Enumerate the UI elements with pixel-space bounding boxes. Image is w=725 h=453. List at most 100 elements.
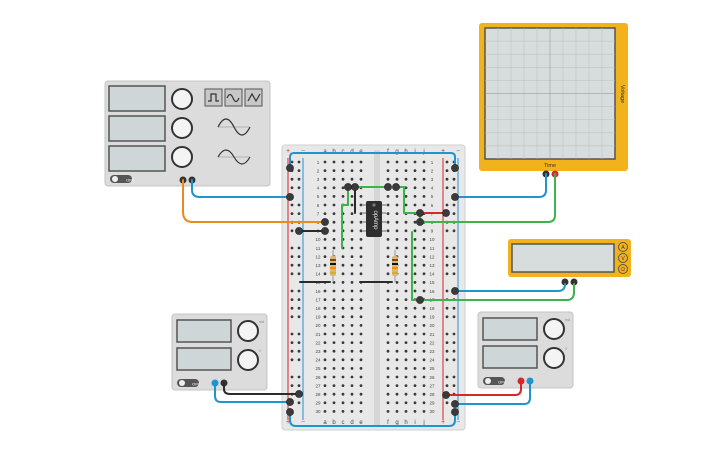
breadboard-hole[interactable]: [386, 289, 390, 293]
breadboard-hole[interactable]: [323, 332, 327, 336]
breadboard-hole[interactable]: [413, 160, 417, 164]
breadboard-hole[interactable]: [350, 203, 354, 207]
breadboard-hole[interactable]: [350, 160, 354, 164]
breadboard-hole[interactable]: [359, 298, 363, 301]
rail-hole[interactable]: [297, 349, 301, 353]
breadboard-hole[interactable]: [386, 272, 390, 276]
breadboard-hole[interactable]: [350, 375, 354, 379]
breadboard-hole[interactable]: [341, 384, 345, 387]
function-generator[interactable]: OFF: [104, 80, 271, 187]
rail-hole[interactable]: [445, 289, 449, 293]
breadboard-hole[interactable]: [413, 367, 417, 370]
rail-hole[interactable]: [297, 177, 301, 181]
breadboard-hole[interactable]: [395, 289, 399, 293]
breadboard-hole[interactable]: [350, 212, 354, 216]
breadboard-hole[interactable]: [332, 169, 336, 173]
wire-endpoint[interactable]: [286, 193, 294, 201]
rail-hole[interactable]: [297, 401, 301, 405]
breadboard-hole[interactable]: [350, 289, 354, 293]
rail-hole[interactable]: [452, 203, 456, 207]
breadboard-hole[interactable]: [341, 367, 345, 370]
breadboard-hole[interactable]: [404, 272, 408, 276]
breadboard-hole[interactable]: [386, 169, 390, 173]
rail-hole[interactable]: [290, 160, 294, 164]
mode-ohms-button[interactable]: [618, 264, 628, 274]
breadboard-hole[interactable]: [323, 203, 327, 207]
rail-hole[interactable]: [290, 272, 294, 276]
breadboard-hole[interactable]: [341, 255, 345, 258]
breadboard-hole[interactable]: [422, 160, 426, 164]
rail-hole[interactable]: [290, 375, 294, 379]
breadboard-hole[interactable]: [404, 289, 408, 293]
rail-hole[interactable]: [452, 332, 456, 336]
breadboard-hole[interactable]: [404, 367, 408, 370]
multimeter-terminal-com[interactable]: [561, 278, 569, 286]
breadboard-hole[interactable]: [341, 392, 345, 396]
breadboard-hole[interactable]: [323, 289, 327, 293]
breadboard-hole[interactable]: [323, 195, 327, 198]
breadboard-hole[interactable]: [386, 315, 390, 319]
breadboard-hole[interactable]: [395, 401, 399, 405]
breadboard-hole[interactable]: [404, 229, 408, 233]
breadboard-hole[interactable]: [341, 263, 345, 267]
breadboard-hole[interactable]: [350, 195, 354, 198]
rail-hole[interactable]: [445, 306, 449, 310]
wire-endpoint[interactable]: [451, 400, 459, 408]
breadboard-hole[interactable]: [350, 358, 354, 362]
breadboard-hole[interactable]: [404, 186, 408, 190]
breadboard-hole[interactable]: [404, 255, 408, 258]
breadboard-hole[interactable]: [404, 349, 408, 353]
breadboard-hole[interactable]: [332, 160, 336, 164]
breadboard-hole[interactable]: [359, 212, 363, 216]
breadboard-hole[interactable]: [359, 410, 363, 413]
breadboard-hole[interactable]: [359, 160, 363, 164]
rail-hole[interactable]: [297, 341, 301, 344]
breadboard-hole[interactable]: [404, 341, 408, 344]
breadboard-hole[interactable]: [323, 160, 327, 164]
breadboard-hole[interactable]: [413, 281, 417, 284]
breadboard-hole[interactable]: [350, 306, 354, 310]
breadboard-hole[interactable]: [386, 177, 390, 181]
breadboard-hole[interactable]: [413, 410, 417, 413]
breadboard-hole[interactable]: [386, 384, 390, 387]
breadboard-hole[interactable]: [422, 384, 426, 387]
rail-hole[interactable]: [290, 315, 294, 319]
breadboard-hole[interactable]: [350, 384, 354, 387]
breadboard-hole[interactable]: [386, 298, 390, 301]
breadboard-hole[interactable]: [359, 263, 363, 267]
breadboard-hole[interactable]: [404, 281, 408, 284]
breadboard-hole[interactable]: [413, 289, 417, 293]
breadboard-hole[interactable]: [404, 263, 408, 267]
rail-hole[interactable]: [290, 246, 294, 250]
breadboard-hole[interactable]: [323, 212, 327, 216]
breadboard-hole[interactable]: [395, 358, 399, 362]
breadboard-hole[interactable]: [422, 186, 426, 190]
breadboard-hole[interactable]: [359, 324, 363, 327]
rail-hole[interactable]: [297, 263, 301, 267]
wire-endpoint[interactable]: [286, 164, 294, 172]
rail-hole[interactable]: [445, 315, 449, 319]
breadboard-hole[interactable]: [341, 195, 345, 198]
breadboard-hole[interactable]: [422, 358, 426, 362]
rail-hole[interactable]: [452, 246, 456, 250]
breadboard-hole[interactable]: [359, 246, 363, 250]
breadboard-hole[interactable]: [323, 246, 327, 250]
offset-knob[interactable]: [171, 146, 193, 168]
breadboard-hole[interactable]: [404, 238, 408, 241]
breadboard-hole[interactable]: [359, 255, 363, 258]
breadboard-hole[interactable]: [422, 367, 426, 370]
breadboard-hole[interactable]: [350, 272, 354, 276]
breadboard-hole[interactable]: [395, 375, 399, 379]
breadboard-hole[interactable]: [404, 324, 408, 327]
rail-hole[interactable]: [452, 358, 456, 362]
breadboard-hole[interactable]: [404, 246, 408, 250]
rail-hole[interactable]: [452, 263, 456, 267]
rail-hole[interactable]: [445, 401, 449, 405]
breadboard-hole[interactable]: [332, 306, 336, 310]
breadboard-hole[interactable]: [395, 306, 399, 310]
rail-hole[interactable]: [297, 298, 301, 301]
rail-hole[interactable]: [445, 203, 449, 207]
breadboard-hole[interactable]: [404, 220, 408, 224]
breadboard-hole[interactable]: [413, 229, 417, 233]
breadboard-hole[interactable]: [359, 306, 363, 310]
